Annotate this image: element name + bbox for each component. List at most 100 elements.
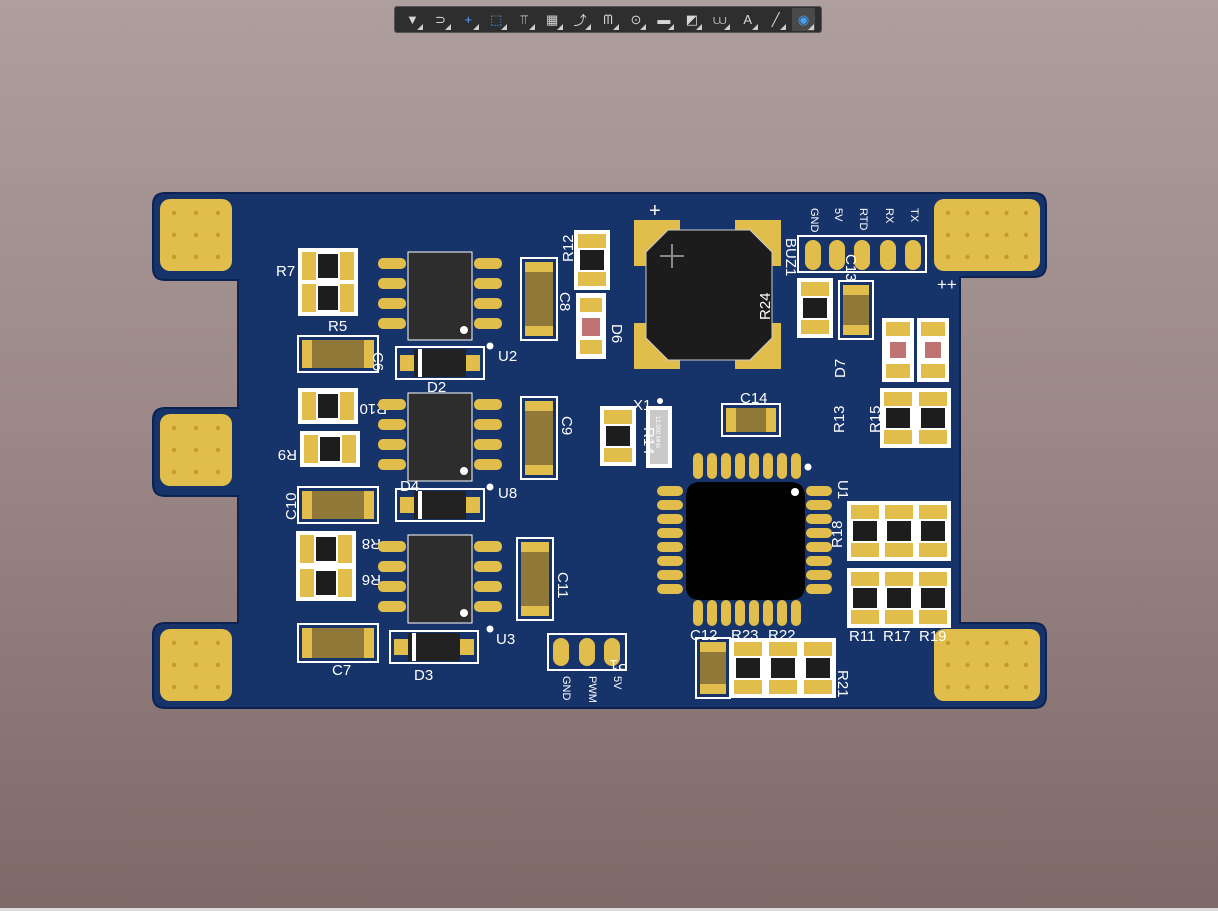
text-icon[interactable]: A [736, 8, 759, 31]
diode-body [414, 491, 466, 519]
pad [886, 322, 910, 336]
pad-via [965, 232, 970, 238]
capacitor-c9 [520, 396, 558, 480]
polygon-icon[interactable]: ◩ [680, 8, 703, 31]
header-top [797, 235, 927, 273]
pad [884, 392, 912, 406]
label-x1: X1 [633, 397, 651, 414]
capacitor-body [312, 340, 364, 368]
pad [885, 543, 913, 557]
label-d7: D7 [832, 359, 849, 378]
pad-via [215, 254, 221, 260]
diode-d3 [389, 630, 479, 664]
pad [851, 610, 879, 624]
pad-via [1004, 232, 1009, 238]
pad-via [1023, 232, 1029, 238]
label-d4: D4 [400, 478, 419, 495]
capacitor-c13 [838, 280, 874, 340]
align-icon[interactable]: ⫪ [513, 8, 536, 31]
crystal-marking: 12.000 MHz [654, 416, 660, 448]
component-icon[interactable]: ▦ [541, 8, 564, 31]
mcu-pin [791, 453, 801, 479]
label-r18: R18 [829, 520, 846, 548]
diff-pair-icon[interactable]: ᗰ [597, 8, 620, 31]
pad [580, 340, 602, 354]
label-r15: R15 [867, 405, 884, 433]
capacitor-c14 [721, 403, 781, 437]
pad [580, 298, 602, 312]
ic-pin [474, 601, 502, 612]
interactive-route-icon[interactable]: ⤴ [569, 8, 592, 31]
pad [466, 497, 480, 513]
cross-probe-icon[interactable]: + [457, 8, 480, 31]
ic-pin [378, 581, 406, 592]
pad-via [965, 684, 970, 690]
label-d2: D2 [427, 379, 446, 396]
ic-pin [474, 399, 502, 410]
pad [886, 364, 910, 378]
pad-via [193, 447, 199, 453]
pad [885, 610, 913, 624]
route-icon[interactable]: ⊃ [429, 8, 452, 31]
line-icon[interactable]: ╱ [764, 8, 787, 31]
pad [769, 642, 797, 656]
pad [400, 497, 414, 513]
ic-pin [474, 561, 502, 572]
pad-via [965, 210, 970, 216]
mcu-pin [763, 600, 773, 626]
pin1-marker [486, 483, 494, 491]
pad [304, 435, 318, 463]
pad-via [193, 469, 199, 475]
pad [919, 572, 947, 586]
pad [340, 284, 354, 312]
ic-pin [378, 298, 406, 309]
ic-pin [378, 561, 406, 572]
ic-pin [378, 258, 406, 269]
label-c9: C9 [558, 416, 575, 435]
mcu-pin [749, 453, 759, 479]
pad [919, 505, 947, 519]
capacitor-body [736, 408, 766, 432]
buzzer-plus-mark [660, 244, 684, 268]
label-r17: R17 [883, 628, 911, 645]
dimension-icon[interactable]: ⩊ [708, 8, 731, 31]
resistor-body [736, 658, 760, 678]
mcu-pin [657, 542, 683, 552]
label-r13: R13 [831, 405, 848, 433]
pad-via [984, 684, 990, 690]
view-3d-icon[interactable]: ◉ [792, 8, 816, 31]
led-body [890, 342, 906, 358]
capacitor-c10 [297, 486, 379, 524]
pad-via [215, 425, 221, 431]
via-icon[interactable]: ⊙ [625, 8, 648, 31]
filter-icon[interactable]: ▼ [401, 8, 424, 31]
header-pin [829, 240, 845, 270]
pad-via [171, 662, 177, 668]
pad [342, 435, 356, 463]
buzzer-plus-sign: + [649, 200, 661, 222]
pad-via [215, 447, 221, 453]
pad-via [945, 210, 951, 216]
resistor-body [806, 658, 830, 678]
ic-pin [474, 581, 502, 592]
pad-via [984, 254, 990, 260]
select-rect-icon[interactable]: ⬚ [485, 8, 508, 31]
header-pin [880, 240, 896, 270]
label-c8: C8 [556, 292, 573, 311]
ic-pin [378, 278, 406, 289]
fill-icon[interactable]: ▬ [652, 8, 675, 31]
mcu-pin [721, 453, 731, 479]
label-c6: C6 [369, 352, 386, 371]
pad-via [945, 254, 951, 260]
mcu-pin [749, 600, 759, 626]
label-r8: R8 [362, 535, 381, 552]
mcu-pin [806, 500, 832, 510]
label-c12: C12 [690, 627, 718, 644]
ic-u8 [407, 392, 473, 482]
label-r22: R22 [768, 627, 796, 644]
resistor-body [853, 588, 877, 608]
pad-via [171, 232, 177, 238]
resistor-body [887, 588, 911, 608]
mcu-pin [657, 528, 683, 538]
